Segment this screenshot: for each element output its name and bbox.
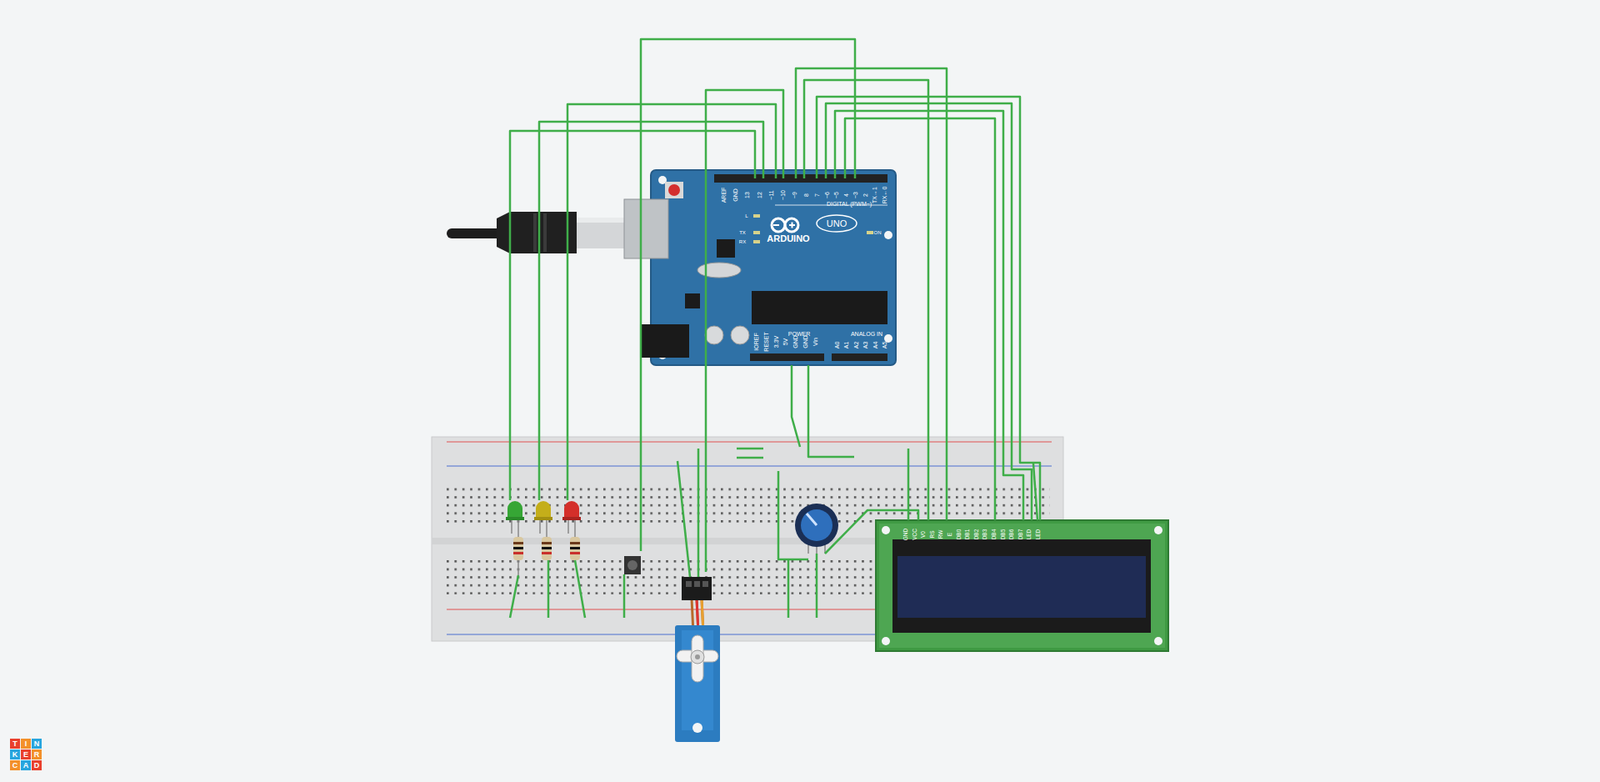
pin-label: AREF xyxy=(720,187,727,204)
pin-label: 4 xyxy=(842,193,849,197)
pin-label: A4 xyxy=(871,341,878,350)
pin-label: ~11 xyxy=(767,190,774,200)
pin-label: GND xyxy=(732,188,739,202)
pin-label: DB2 xyxy=(974,529,980,540)
logo-letter: D xyxy=(34,761,40,770)
model-label: UNO xyxy=(826,219,847,229)
pin-label: TX→1 xyxy=(871,186,878,204)
pin-label: ~10 xyxy=(780,190,786,200)
pin-label: DB5 xyxy=(1000,529,1006,540)
pin-label: ~5 xyxy=(833,191,840,199)
pin-label: Vin xyxy=(811,337,818,346)
pin-label: 5V xyxy=(782,338,789,346)
pin-label: A2 xyxy=(852,341,859,350)
lcd-16x2 xyxy=(875,520,1169,651)
pin-label: RS xyxy=(930,530,936,538)
pin-label: DB7 xyxy=(1018,529,1025,540)
pin-label: V0 xyxy=(920,530,927,538)
pin-label: RX←0 xyxy=(880,186,887,205)
pin-label: E xyxy=(947,532,954,536)
pin-label: DB6 xyxy=(1009,529,1015,540)
tinkercad-logo xyxy=(10,738,42,770)
pin-label: RW xyxy=(938,530,945,540)
pin-label: GND xyxy=(802,335,809,349)
pin-label: 3.3V xyxy=(772,335,779,348)
pin-label: A1 xyxy=(843,341,850,350)
pin-label: IOREF xyxy=(753,332,760,350)
pin-label: A3 xyxy=(862,341,869,350)
pin-label: LED xyxy=(1026,529,1033,540)
pin-label: GND xyxy=(903,528,910,540)
pin-label: 2 xyxy=(861,193,868,197)
pin-label: RESET xyxy=(762,331,769,351)
pin-label: DB3 xyxy=(982,529,989,540)
pin-label: A0 xyxy=(834,341,840,350)
arduino-board xyxy=(624,170,896,365)
logo-letter: A xyxy=(23,761,30,770)
pin-label: 12 xyxy=(755,191,762,199)
logo-letter: T xyxy=(12,740,18,748)
led-indicator-label: TX xyxy=(739,230,746,235)
logo-letter: R xyxy=(34,750,40,759)
led-indicator-label: ON xyxy=(874,230,882,235)
servo-motor xyxy=(675,576,720,742)
logo-letter: C xyxy=(12,761,19,770)
pin-label: DB0 xyxy=(955,529,962,540)
led-indicator-label: RX xyxy=(739,239,746,245)
header-label: ANALOG IN xyxy=(850,330,883,337)
logo-letter: I xyxy=(25,740,28,748)
pin-label: 8 xyxy=(803,193,810,197)
pin-label: GND xyxy=(792,335,799,349)
pin-label: 13 xyxy=(744,191,750,199)
pin-label: ~3 xyxy=(852,191,859,199)
logo-letter: E xyxy=(23,750,29,759)
jumper-wires xyxy=(510,39,1040,618)
header-label: DIGITAL (PWM~) xyxy=(826,200,872,207)
pin-label: DB4 xyxy=(991,529,998,540)
pin-label: A5 xyxy=(881,341,888,350)
pin-label: 7 xyxy=(814,193,820,197)
usb-cable xyxy=(446,211,650,254)
led-resistor-set xyxy=(505,500,581,575)
logo-letter: K xyxy=(12,750,19,759)
pin-label: ~9 xyxy=(791,191,798,199)
logo-letter: N xyxy=(34,740,40,748)
brand-label: ARDUINO xyxy=(766,234,810,244)
pin-label: ~6 xyxy=(823,191,830,199)
pin-label: DB1 xyxy=(965,529,971,540)
pin-label: VCC xyxy=(911,528,918,540)
lcd-display: GNDVCCV0RSRWEDB0DB1DB2DB3DB4DB5DB6DB7LED… xyxy=(875,520,1169,651)
pin-label: LED xyxy=(1035,529,1042,540)
pushbutton xyxy=(624,555,641,575)
led-indicator-label: L xyxy=(745,213,748,219)
